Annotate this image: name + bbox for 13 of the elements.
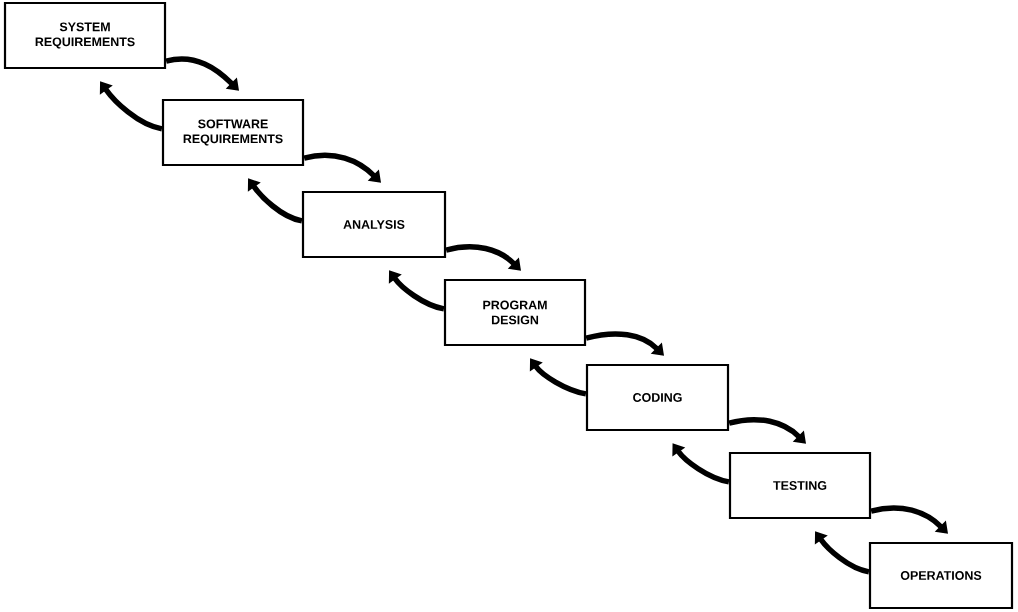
process-box: CODING: [585, 363, 730, 432]
arrow: [388, 270, 445, 312]
arrow: [247, 178, 303, 224]
arrow: [99, 81, 163, 132]
process-box: PROGRAM DESIGN: [443, 278, 587, 347]
process-box: ANALYSIS: [301, 190, 447, 259]
process-box: SOFTWARE REQUIREMENTS: [161, 98, 305, 167]
arrow: [529, 358, 587, 397]
arrow: [814, 531, 870, 575]
process-box: TESTING: [728, 451, 872, 520]
process-box: OPERATIONS: [868, 541, 1014, 610]
process-box: SYSTEM REQUIREMENTS: [3, 1, 167, 70]
arrow: [672, 443, 730, 485]
